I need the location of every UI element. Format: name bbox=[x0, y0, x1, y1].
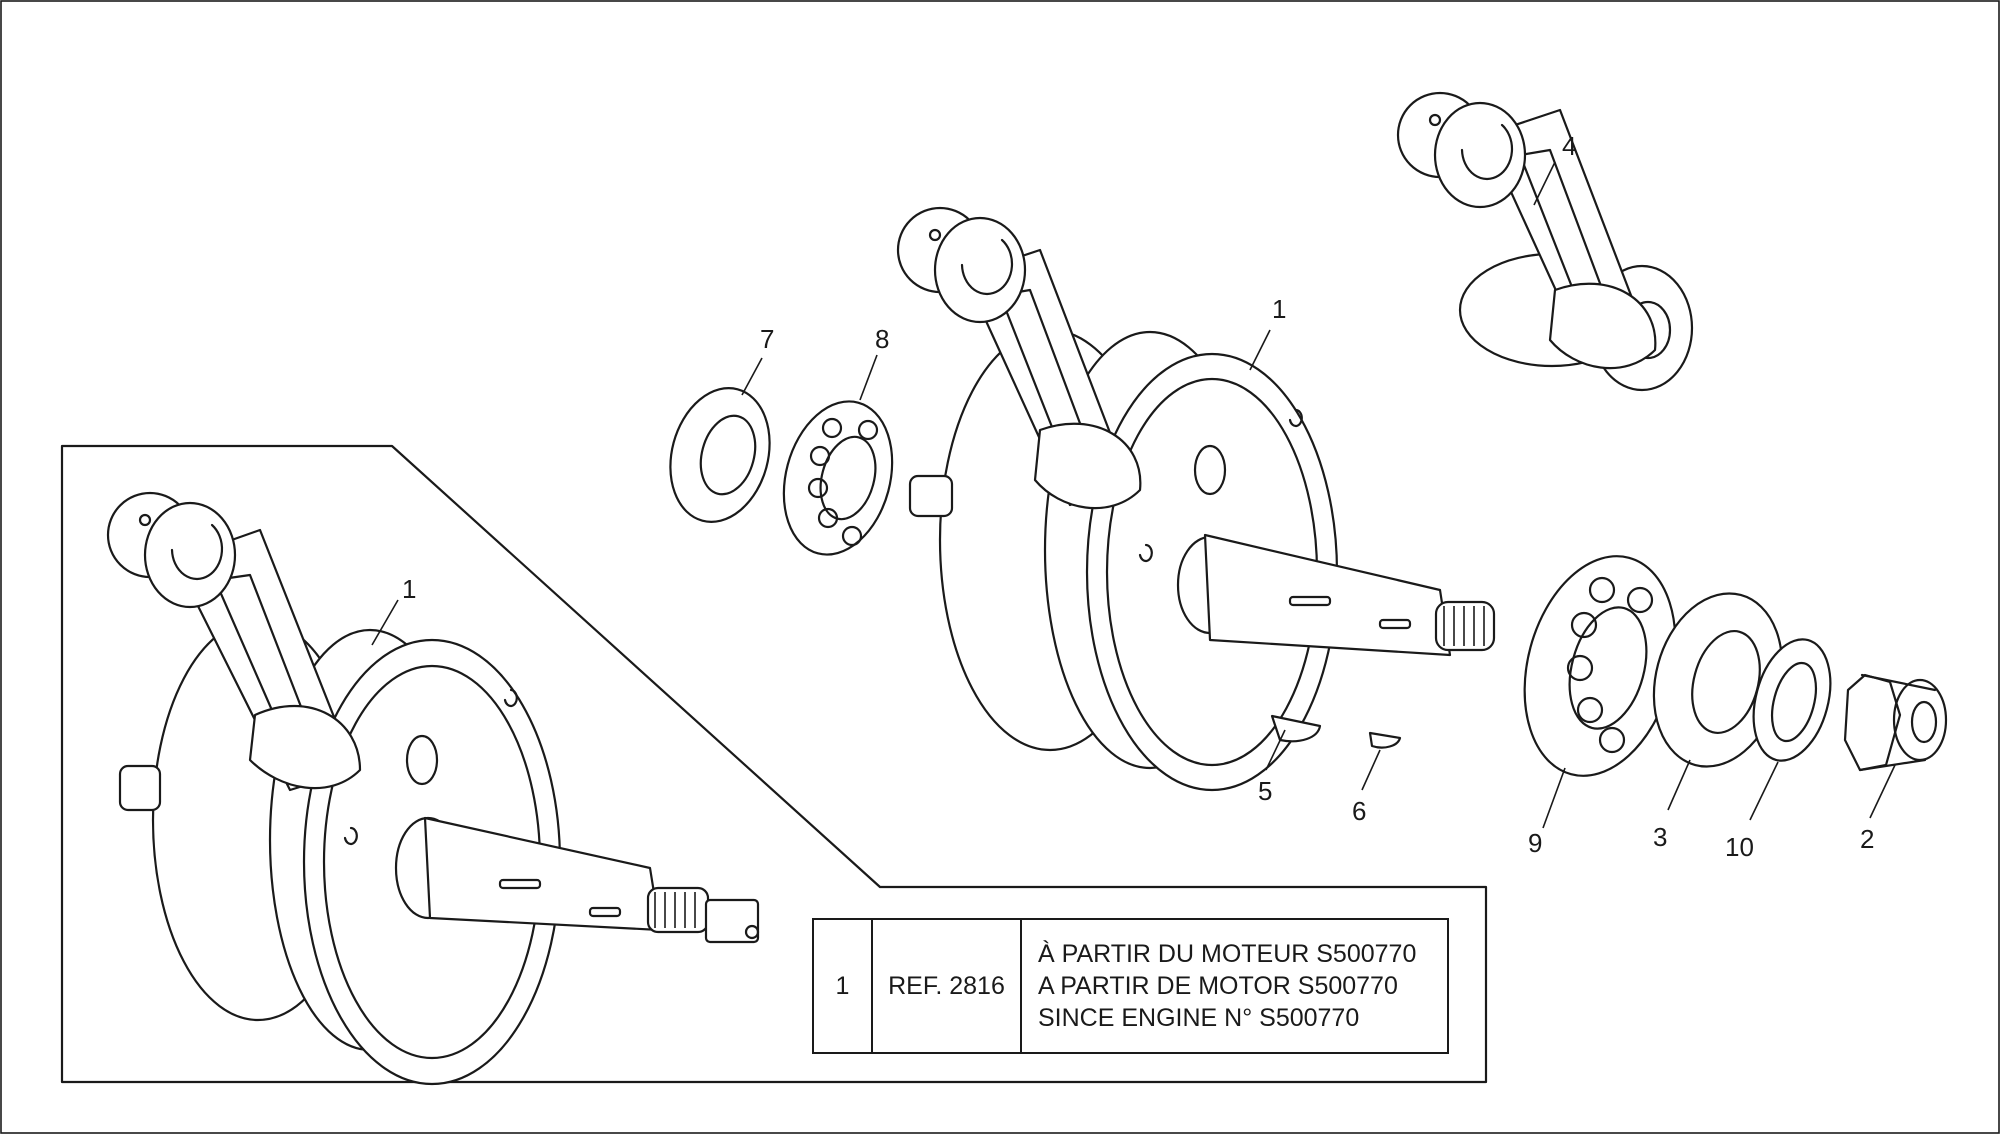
callout-main-1: 1 bbox=[1272, 294, 1286, 324]
inset-crankshaft bbox=[106, 491, 760, 1086]
bearing-8 bbox=[782, 400, 894, 556]
callout-inset-1: 1 bbox=[402, 574, 416, 604]
ref-table-item-cell: 1 bbox=[814, 920, 873, 1052]
callout-4: 4 bbox=[1562, 131, 1576, 161]
ref-table-ref: REF. 2816 bbox=[888, 972, 1005, 1000]
ref-table-note-en: SINCE ENGINE N° S500770 bbox=[1038, 1004, 1360, 1032]
bearing-9 bbox=[1523, 555, 1677, 777]
callout-3: 3 bbox=[1653, 822, 1667, 852]
nut-2 bbox=[1843, 673, 1948, 772]
reference-table: 1 REF. 2816 À PARTIR DU MOTEUR S500770 A… bbox=[812, 918, 1449, 1054]
inset-frame bbox=[60, 444, 1488, 1084]
connecting-rod-4 bbox=[1396, 91, 1694, 392]
callout-2: 2 bbox=[1860, 824, 1874, 854]
callout-9: 9 bbox=[1528, 828, 1542, 858]
washer-10 bbox=[1752, 638, 1832, 762]
main-crankshaft bbox=[896, 206, 1496, 792]
callout-7: 7 bbox=[760, 324, 774, 354]
ref-table-item: 1 bbox=[835, 972, 850, 1000]
ref-table-ref-cell: REF. 2816 bbox=[873, 920, 1022, 1052]
callout-5: 5 bbox=[1258, 776, 1272, 806]
oil-seal-7 bbox=[669, 387, 771, 523]
ref-table-notes-cell: À PARTIR DU MOTEUR S500770 A PARTIR DE M… bbox=[1022, 920, 1447, 1052]
woodruff-key-6 bbox=[1368, 731, 1402, 749]
callout-6: 6 bbox=[1352, 796, 1366, 826]
ref-table-note-fr: À PARTIR DU MOTEUR S500770 bbox=[1038, 940, 1417, 968]
callout-8: 8 bbox=[875, 324, 889, 354]
ref-table-note-es: A PARTIR DE MOTOR S500770 bbox=[1038, 972, 1398, 1000]
callout-10: 10 bbox=[1725, 832, 1754, 862]
leader-lines bbox=[371, 161, 1896, 829]
